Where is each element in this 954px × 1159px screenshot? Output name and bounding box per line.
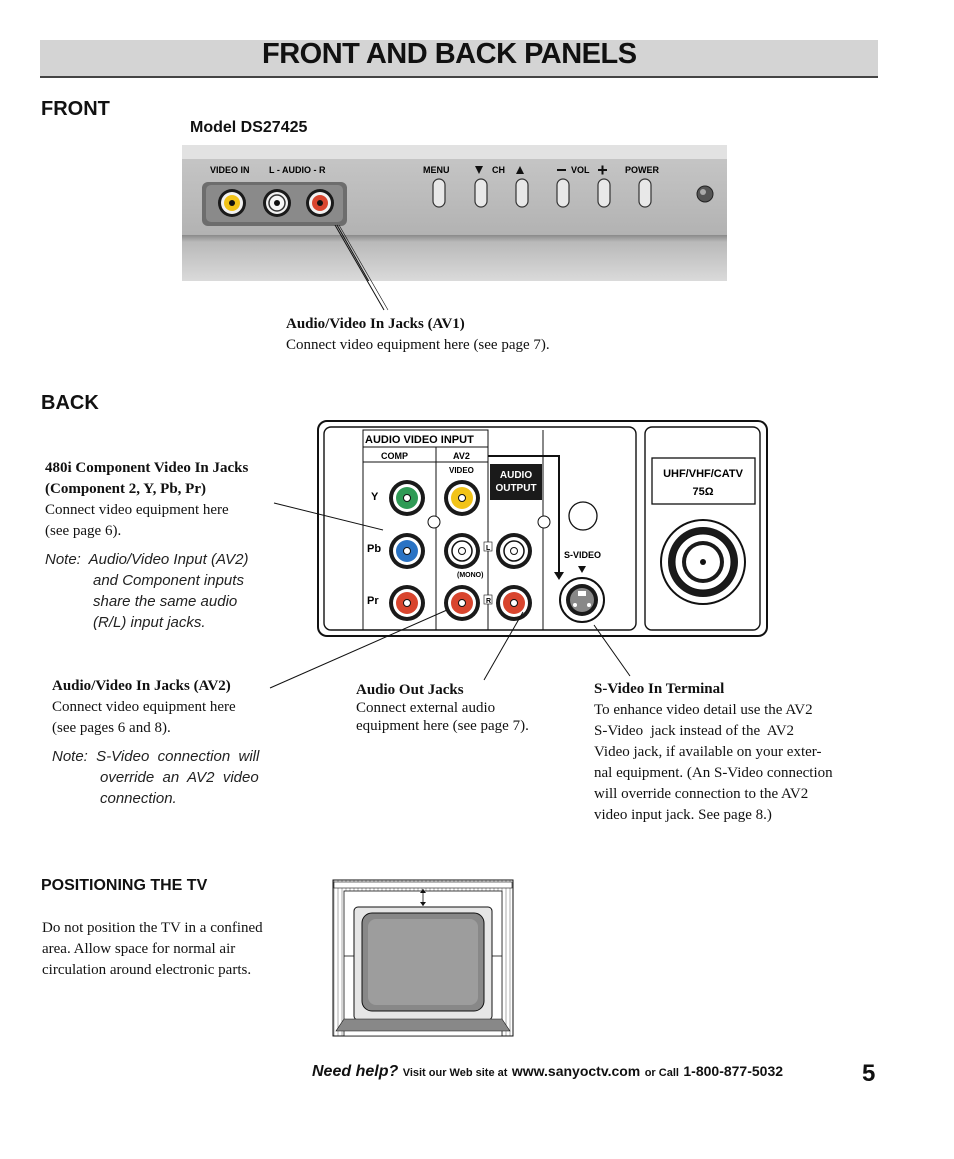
front-panel-illustration: VIDEO IN L - AUDIO - R MENU CH VOL POWER (182, 145, 727, 281)
title-bar (40, 40, 878, 78)
vol-down-button[interactable] (556, 178, 570, 208)
need-help-text: Need help? (312, 1063, 399, 1080)
page-title: FRONT AND BACK PANELS (262, 38, 637, 70)
component-text-line1: Connect video equipment here (45, 502, 229, 518)
model-label: Model DS27425 (190, 119, 308, 136)
y-label: Y (371, 491, 379, 503)
vol-minus-icon (557, 169, 566, 171)
back-panel-illustration: AUDIO VIDEO INPUT COMP AV2 VIDEO AUDIO O… (317, 420, 768, 637)
av1-callout-text: Connect video equipment here (see page 7… (286, 337, 550, 353)
positioning-line1: Do not position the TV in a confined (42, 920, 263, 936)
phone-number: 1-800-877-5032 (683, 1063, 784, 1079)
svg-text:OUTPUT: OUTPUT (495, 483, 536, 494)
website-link[interactable]: www.sanyoctv.com (511, 1063, 641, 1079)
video-label: VIDEO (449, 466, 474, 475)
jack-audio-l-white (263, 189, 291, 217)
component-title-line1: 480i Component Video In Jacks (45, 460, 249, 476)
antenna-connector (660, 519, 746, 605)
ch-label: CH (492, 165, 505, 175)
svideo-line6: video input jack. See page 8.) (594, 807, 772, 823)
av2-label: AV2 (453, 451, 470, 461)
audio-out-text-line1: Connect external audio (356, 700, 496, 716)
av2-title: Audio/Video In Jacks (AV2) (52, 678, 231, 694)
ch-down-arrow-icon (475, 166, 483, 174)
audio-label: L - AUDIO - R (269, 165, 326, 175)
jack-av2-audio-l-white (444, 533, 480, 569)
svg-text:AUDIO: AUDIO (500, 470, 532, 481)
svideo-line3: Video jack, if available on your exter- (594, 744, 822, 760)
ch-up-arrow-icon (516, 166, 524, 174)
menu-label: MENU (423, 165, 450, 175)
back-heading: BACK (41, 392, 99, 414)
visit-text: Visit our Web site at (402, 1067, 508, 1079)
ohms-label: 75Ω (692, 486, 713, 498)
power-label: POWER (625, 165, 660, 175)
svideo-line4: nal equipment. (An S-Video connection (594, 765, 833, 781)
component-note-line1: Note: Audio/Video Input (AV2) (45, 551, 249, 568)
jack-av2-video-yellow (444, 480, 480, 516)
power-button[interactable] (638, 178, 652, 208)
tv-positioning-illustration (332, 879, 514, 1037)
jack-y-green (389, 480, 425, 516)
jack-pb-blue (389, 533, 425, 569)
component-note-line3: share the same audio (93, 593, 238, 610)
audio-output-badge (490, 464, 542, 500)
svideo-title: S-Video In Terminal (594, 681, 725, 697)
av2-note-line1: Note: S-Video connection will (52, 748, 260, 765)
positioning-heading: POSITIONING THE TV (41, 877, 208, 894)
svideo-line5: will override connection to the AV2 (594, 786, 809, 802)
s-video-label: S-VIDEO (564, 550, 601, 560)
av2-note-line3: connection. (100, 790, 177, 807)
jack-av2-audio-r-red (444, 585, 480, 621)
audio-video-input-label: AUDIO VIDEO INPUT (365, 434, 474, 446)
jack-audio-r-red (306, 189, 334, 217)
component-note-line2: and Component inputs (93, 572, 244, 589)
pr-label: Pr (367, 595, 379, 607)
svideo-line2: S-Video jack instead of the AV2 (594, 723, 795, 739)
ch-down-button[interactable] (474, 178, 488, 208)
positioning-line3: circulation around electronic parts. (42, 962, 252, 978)
av2-note-line2: override an AV2 video (100, 769, 259, 786)
jack-audio-out-l-white (496, 533, 532, 569)
front-heading: FRONT (41, 98, 110, 120)
vol-plus-icon (598, 165, 607, 175)
vol-label: VOL (571, 165, 590, 175)
tv-icon (353, 906, 493, 1027)
component-note-line4: (R/L) input jacks. (93, 614, 206, 631)
vol-up-button[interactable] (597, 178, 611, 208)
r-label: R (486, 598, 491, 605)
av1-callout-line (334, 225, 389, 311)
page-number: 5 (862, 1060, 876, 1087)
video-in-label: VIDEO IN (210, 165, 250, 175)
menu-button[interactable] (432, 178, 446, 208)
jack-video-yellow (218, 189, 246, 217)
s-video-jack (559, 577, 605, 623)
audio-out-title: Audio Out Jacks (356, 682, 464, 698)
positioning-line2: area. Allow space for normal air (42, 941, 236, 957)
av1-callout-title: Audio/Video In Jacks (AV1) (286, 316, 465, 332)
or-call-text: or Call (644, 1067, 679, 1079)
mono-label: (MONO) (457, 572, 483, 579)
component-text-line2: (see page 6). (45, 523, 122, 539)
footer-help: Need help? Visit our Web site at www.san… (312, 1063, 783, 1081)
ch-up-button[interactable] (515, 178, 529, 208)
audio-out-text-line2: equipment here (see page 7). (356, 718, 529, 734)
component-title-line2: (Component 2, Y, Pb, Pr) (45, 481, 206, 497)
l-label: L (486, 545, 491, 552)
comp-label: COMP (381, 451, 408, 461)
av2-text-line1: Connect video equipment here (52, 699, 236, 715)
pb-label: Pb (367, 543, 381, 555)
av2-text-line2: (see pages 6 and 8). (52, 720, 171, 736)
antenna-label: UHF/VHF/CATV (663, 468, 744, 480)
jack-pr-red (389, 585, 425, 621)
svideo-line1: To enhance video detail use the AV2 (594, 702, 813, 718)
back-callout-lines (269, 502, 631, 689)
